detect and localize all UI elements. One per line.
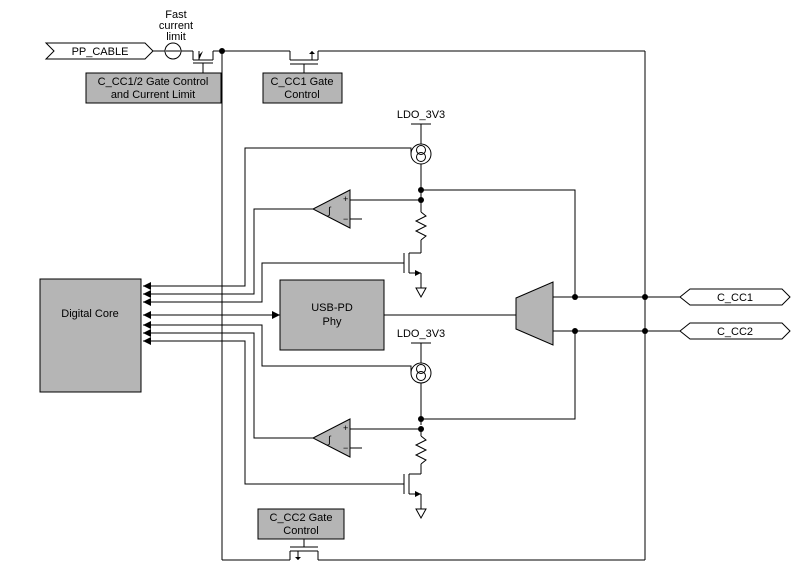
- cc-mux-icon: [515, 281, 554, 346]
- gate-control-current-limit-block: C_CC1/2 Gate Control and Current Limit: [85, 72, 222, 104]
- svg-text:+: +: [343, 194, 348, 204]
- svg-text:Control: Control: [284, 89, 319, 101]
- digital-core-block: Digital Core: [39, 278, 142, 393]
- usb-pd-phy-block: USB-PD Phy: [279, 279, 385, 351]
- ldo-top-current-source-icon: [410, 123, 432, 202]
- junction-dots: [219, 48, 648, 432]
- digital-core-signal-wires: [143, 147, 412, 485]
- fast-label: Fast: [165, 9, 186, 21]
- cc1-gate-control-block: C_CC1 Gate Control: [262, 72, 343, 104]
- svg-text:C_CC1/2 Gate Control: C_CC1/2 Gate Control: [98, 76, 209, 88]
- resistor-bottom-icon: [414, 429, 428, 474]
- c-cc1-port: C_CC1: [679, 288, 791, 306]
- ldo-bottom-label: LDO_3V3: [397, 328, 445, 340]
- main-bus-wires: [152, 50, 646, 561]
- svg-text:+: +: [343, 423, 348, 433]
- cc2-gate-control-block: C_CC2 Gate Control: [257, 508, 345, 540]
- svg-text:∫: ∫: [327, 435, 332, 446]
- comparator-top: + − ∫: [311, 189, 351, 229]
- pp-cable-port: PP_CABLE: [44, 42, 154, 60]
- svg-text:∫: ∫: [327, 206, 332, 217]
- svg-text:C_CC2: C_CC2: [717, 326, 753, 338]
- svg-text:Phy: Phy: [323, 316, 342, 328]
- limit-label: limit: [166, 31, 186, 43]
- resistor-top-icon: [414, 200, 428, 253]
- current-sense-circle: [164, 42, 182, 60]
- svg-text:USB-PD: USB-PD: [311, 302, 353, 314]
- svg-text:C_CC1 Gate: C_CC1 Gate: [271, 76, 334, 88]
- svg-text:Control: Control: [283, 525, 318, 537]
- pp-cable-fet-icon: [192, 51, 214, 73]
- cc2-fet-icon: [289, 539, 319, 560]
- svg-text:−: −: [343, 443, 348, 453]
- cc1-fet-icon: [289, 51, 319, 73]
- ldo-top-label: LDO_3V3: [397, 109, 445, 121]
- svg-text:and Current Limit: and Current Limit: [111, 89, 195, 101]
- svg-text:Digital Core: Digital Core: [61, 308, 118, 320]
- svg-text:C_CC2 Gate: C_CC2 Gate: [270, 512, 333, 524]
- comparator-bottom: + − ∫: [311, 418, 351, 458]
- c-cc2-port: C_CC2: [679, 322, 791, 340]
- pp-cable-label: PP_CABLE: [72, 46, 129, 58]
- ldo-bottom-current-source-icon: [410, 342, 432, 425]
- svg-text:C_CC1: C_CC1: [717, 292, 753, 304]
- current-label: current: [159, 20, 193, 32]
- pull-down-fet-top-icon: [403, 252, 427, 299]
- svg-text:−: −: [343, 214, 348, 224]
- pull-down-fet-bottom-icon: [403, 473, 427, 520]
